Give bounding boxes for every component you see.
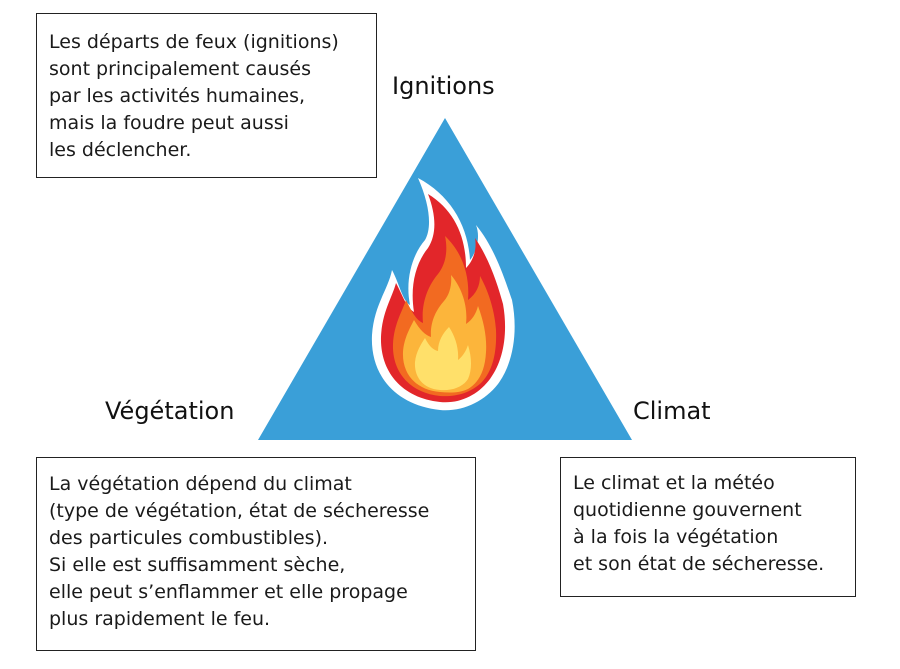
vegetation-text-line: La végétation dépend du climat <box>49 473 352 495</box>
ignitions-text-line: les déclencher. <box>49 139 192 161</box>
flame-icon <box>371 178 515 411</box>
vegetation-description-box: La végétation dépend du climat (type de … <box>36 457 476 651</box>
vertex-label-ignitions: Ignitions <box>392 72 495 100</box>
climat-text-line: à la fois la végétation <box>573 526 779 548</box>
ignitions-text-line: sont principalement causés <box>49 58 311 80</box>
vertex-label-vegetation: Végétation <box>105 397 235 425</box>
climat-description-box: Le climat et la météo quotidienne gouver… <box>560 457 856 597</box>
vegetation-text-line: Si elle est suffisamment sèche, <box>49 554 346 576</box>
vegetation-text-line: (type de végétation, état de sécheresse <box>49 500 430 522</box>
ignitions-text-line: Les départs de feux (ignitions) <box>49 31 339 53</box>
vegetation-text-line: des particules combustibles). <box>49 527 329 549</box>
ignitions-text-line: mais la foudre peut aussi <box>49 112 289 134</box>
vertex-label-climat: Climat <box>633 397 711 425</box>
climat-text-line: Le climat et la météo <box>573 472 775 494</box>
climat-text-line: et son état de sécheresse. <box>573 553 825 575</box>
ignitions-text-line: par les activités humaines, <box>49 85 306 107</box>
vegetation-text-line: elle peut s’enflammer et elle propage <box>49 581 408 603</box>
vegetation-text-line: plus rapidement le feu. <box>49 608 271 630</box>
climat-text-line: quotidienne gouvernent <box>573 499 802 521</box>
ignitions-description-box: Les départs de feux (ignitions) sont pri… <box>36 13 377 178</box>
